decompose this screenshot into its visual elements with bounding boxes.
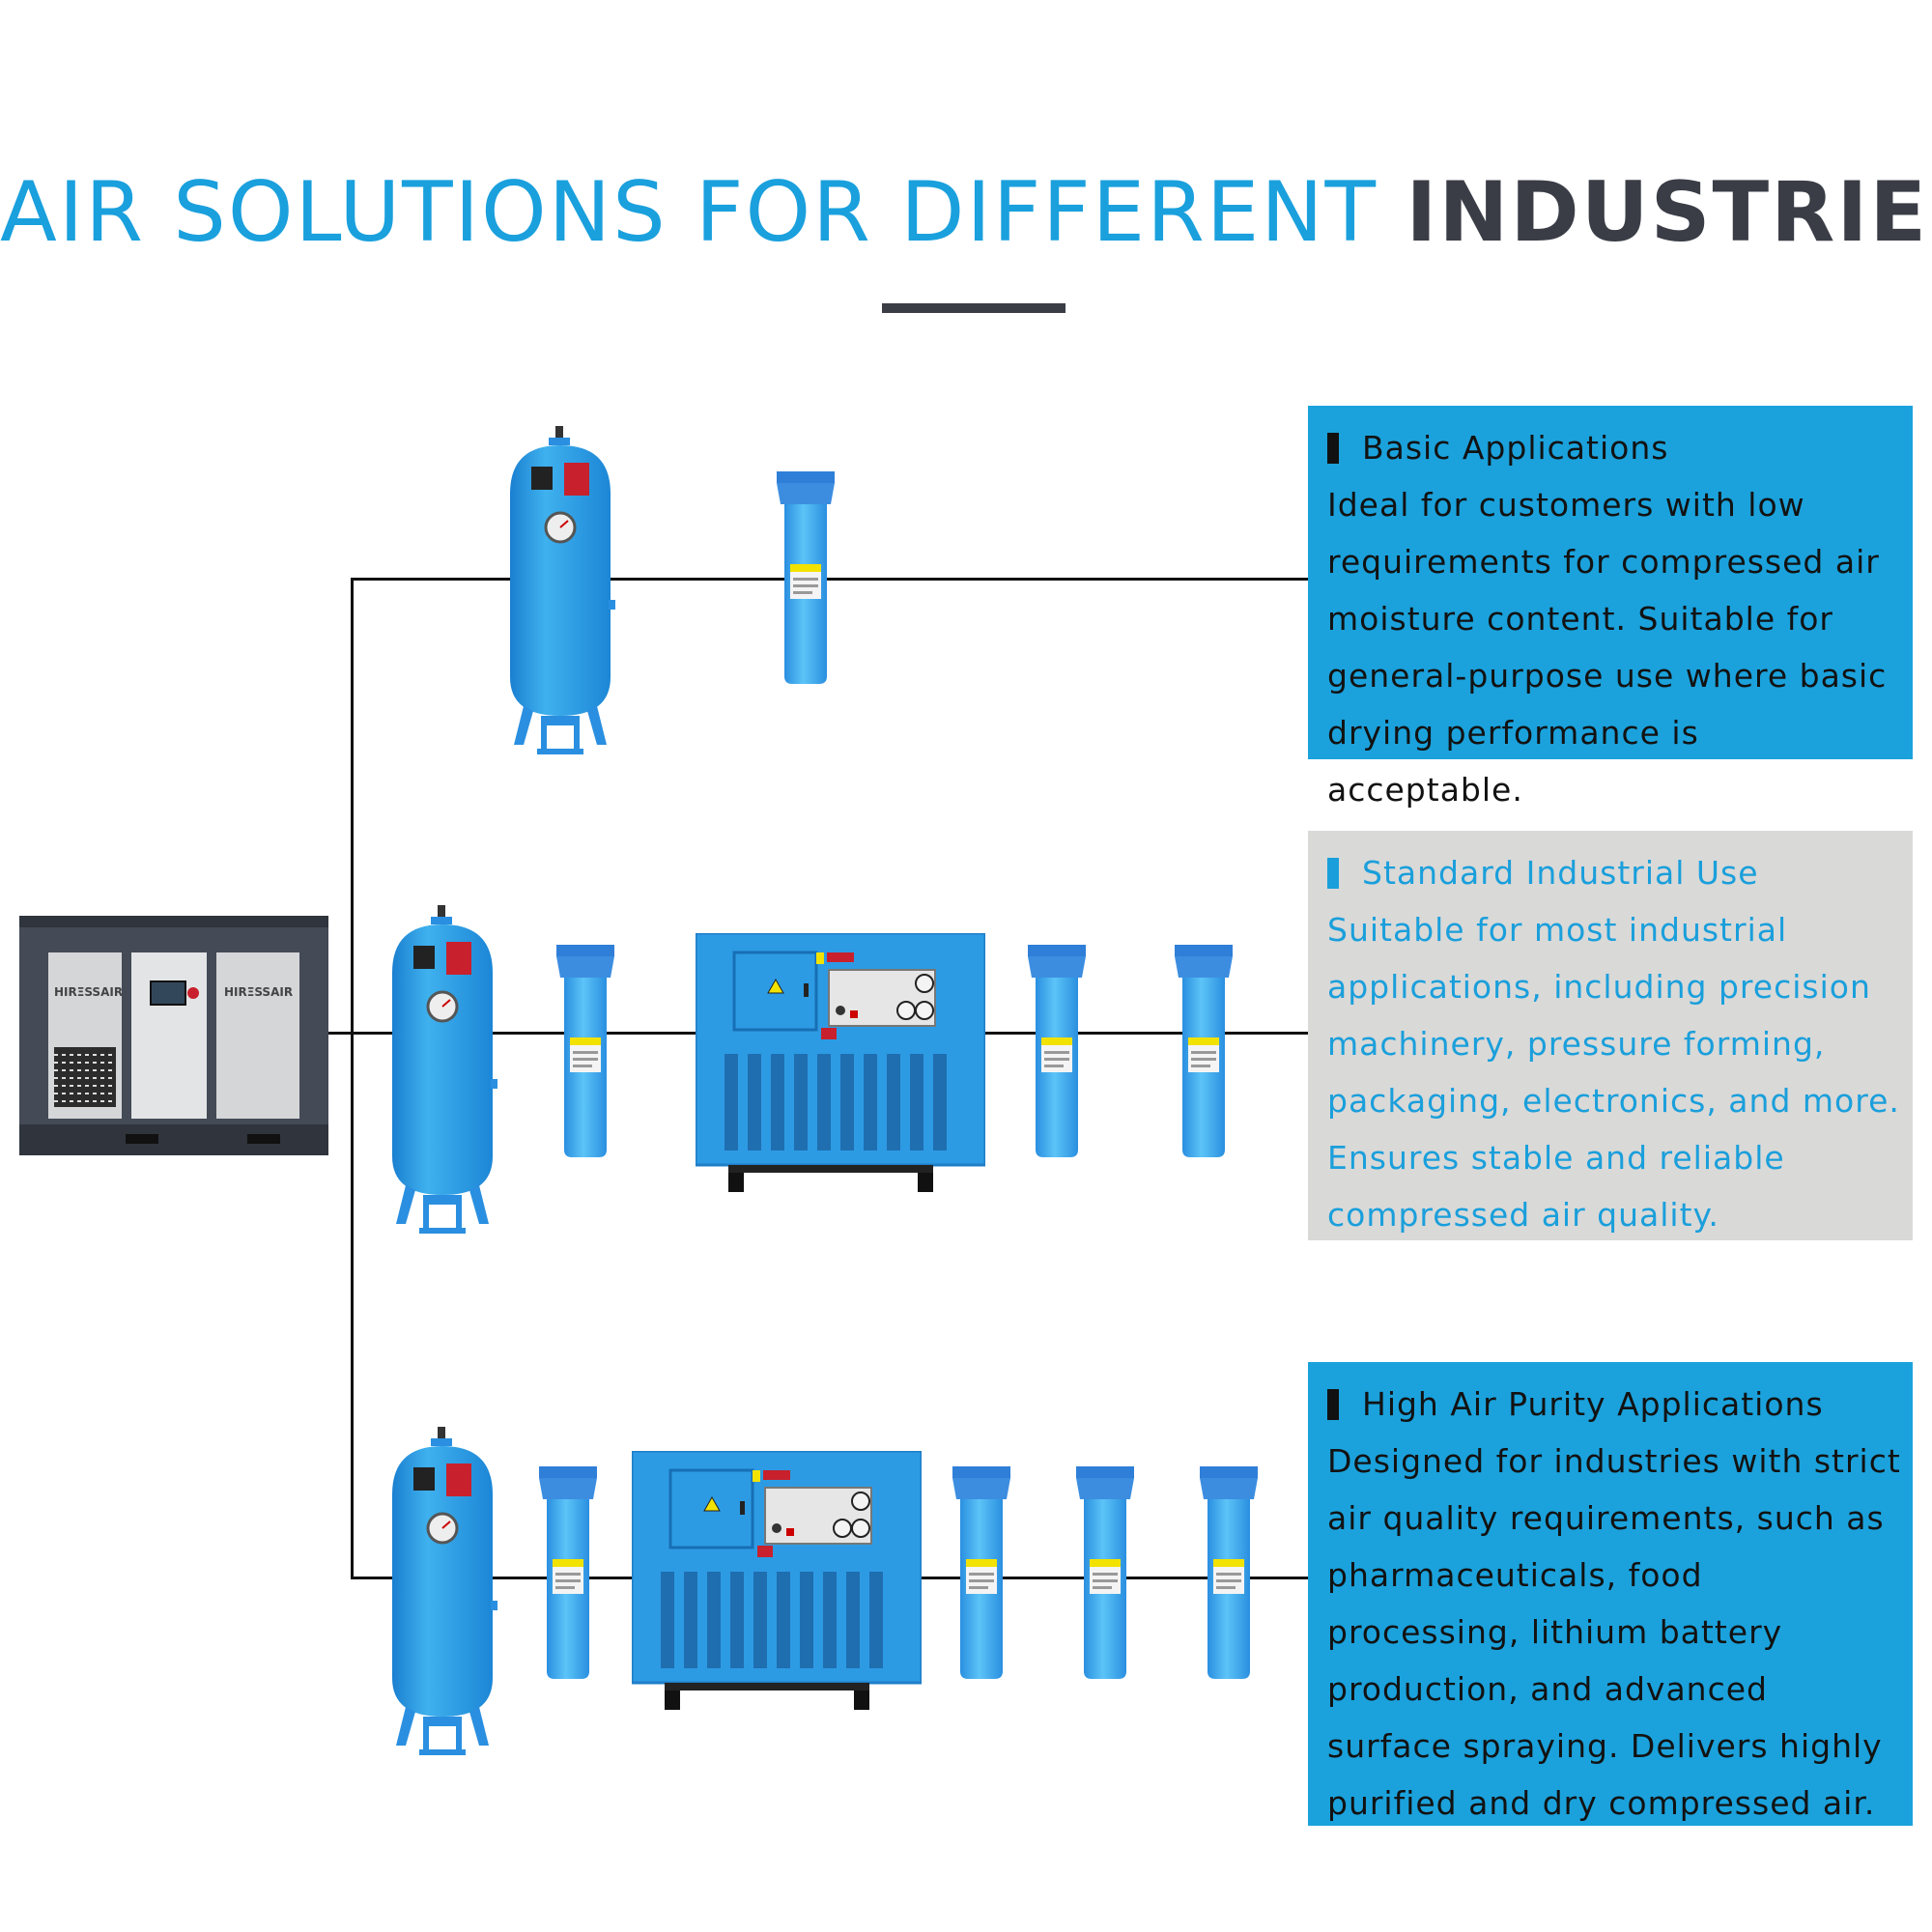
air-receiver-tank (384, 900, 500, 1238)
panel-description: Ideal for customers with low requirement… (1327, 486, 1888, 809)
air-filter (952, 1466, 1010, 1679)
pipe-line-1 (351, 578, 1310, 581)
air-filter (1175, 945, 1233, 1157)
air-receiver-tank (502, 421, 618, 759)
panel-heading-text: Basic Applications (1362, 429, 1669, 467)
compressor-brand-label-right: HIRΞSSAIR (224, 985, 294, 999)
heading-marker-icon (1327, 1388, 1339, 1420)
panel-heading-text: High Air Purity Applications (1362, 1385, 1824, 1423)
refrigerated-air-dryer (696, 933, 985, 1194)
pipe-compressor-outlet (328, 1032, 354, 1035)
refrigerated-air-dryer (632, 1451, 922, 1712)
air-filter (1028, 945, 1086, 1157)
pipe-main-vertical (351, 578, 354, 1578)
panel-heading-text: Standard Industrial Use (1362, 854, 1759, 892)
panel-description: Designed for industries with strict air … (1327, 1442, 1901, 1822)
panel-heading: Basic Applications (1327, 419, 1903, 476)
panel-heading: Standard Industrial Use (1327, 844, 1903, 901)
air-receiver-tank (384, 1422, 500, 1760)
compressor-brand-label-left: HIRΞSSAIR (54, 985, 124, 999)
heading-marker-icon (1327, 857, 1339, 889)
panel-high-air-purity-applications: High Air Purity Applications Designed fo… (1308, 1362, 1913, 1826)
air-filter (777, 471, 835, 684)
panel-heading: High Air Purity Applications (1327, 1376, 1903, 1433)
heading-marker-icon (1327, 432, 1339, 464)
page-title: AIR SOLUTIONS FOR DIFFERENT INDUSTRIES (0, 164, 1932, 261)
air-compressor: HIRΞSSAIR HIRΞSSAIR (19, 916, 328, 1155)
title-part-bold: INDUSTRIES (1406, 164, 1932, 261)
panel-basic-applications: Basic Applications Ideal for customers w… (1308, 406, 1913, 809)
panel-standard-industrial-use: Standard Industrial Use Suitable for mos… (1308, 831, 1913, 1240)
title-part-accent: AIR SOLUTIONS FOR DIFFERENT (0, 164, 1406, 261)
air-filter (539, 1466, 597, 1679)
air-filter (1200, 1466, 1258, 1679)
title-underline (882, 303, 1065, 313)
panel-description: Suitable for most industrial application… (1327, 911, 1900, 1234)
air-filter (556, 945, 614, 1157)
air-filter (1076, 1466, 1134, 1679)
